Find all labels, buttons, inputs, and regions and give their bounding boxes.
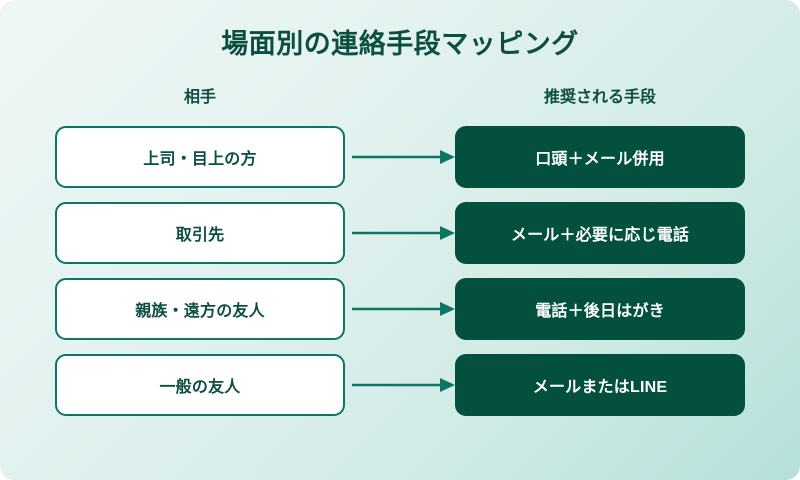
target-node-0[interactable]: 口頭＋メール併用 [455,126,745,188]
target-node-1[interactable]: メール＋必要に応じ電話 [455,202,745,264]
source-node-3[interactable]: 一般の友人 [55,354,345,416]
source-node-2[interactable]: 親族・遠方の友人 [55,278,345,340]
source-node-0[interactable]: 上司・目上の方 [55,126,345,188]
column-header-right: 推奨される手段 [543,89,656,106]
mapping-row: 親族・遠方の友人 電話＋後日はがき [0,278,800,340]
column-header-left: 相手 [183,89,216,106]
arrow-right-icon [352,126,456,188]
source-node-1[interactable]: 取引先 [55,202,345,264]
mapping-row: 取引先 メール＋必要に応じ電話 [0,202,800,264]
target-node-3[interactable]: メールまたはLINE [455,354,745,416]
mapping-row: 上司・目上の方 口頭＋メール併用 [0,126,800,188]
arrow-right-icon [352,202,456,264]
mapping-row: 一般の友人 メールまたはLINE [0,354,800,416]
page-title: 場面別の連絡手段マッピング [221,29,579,59]
arrow-right-icon [352,354,456,416]
arrow-right-icon [352,278,456,340]
target-node-2[interactable]: 電話＋後日はがき [455,278,745,340]
